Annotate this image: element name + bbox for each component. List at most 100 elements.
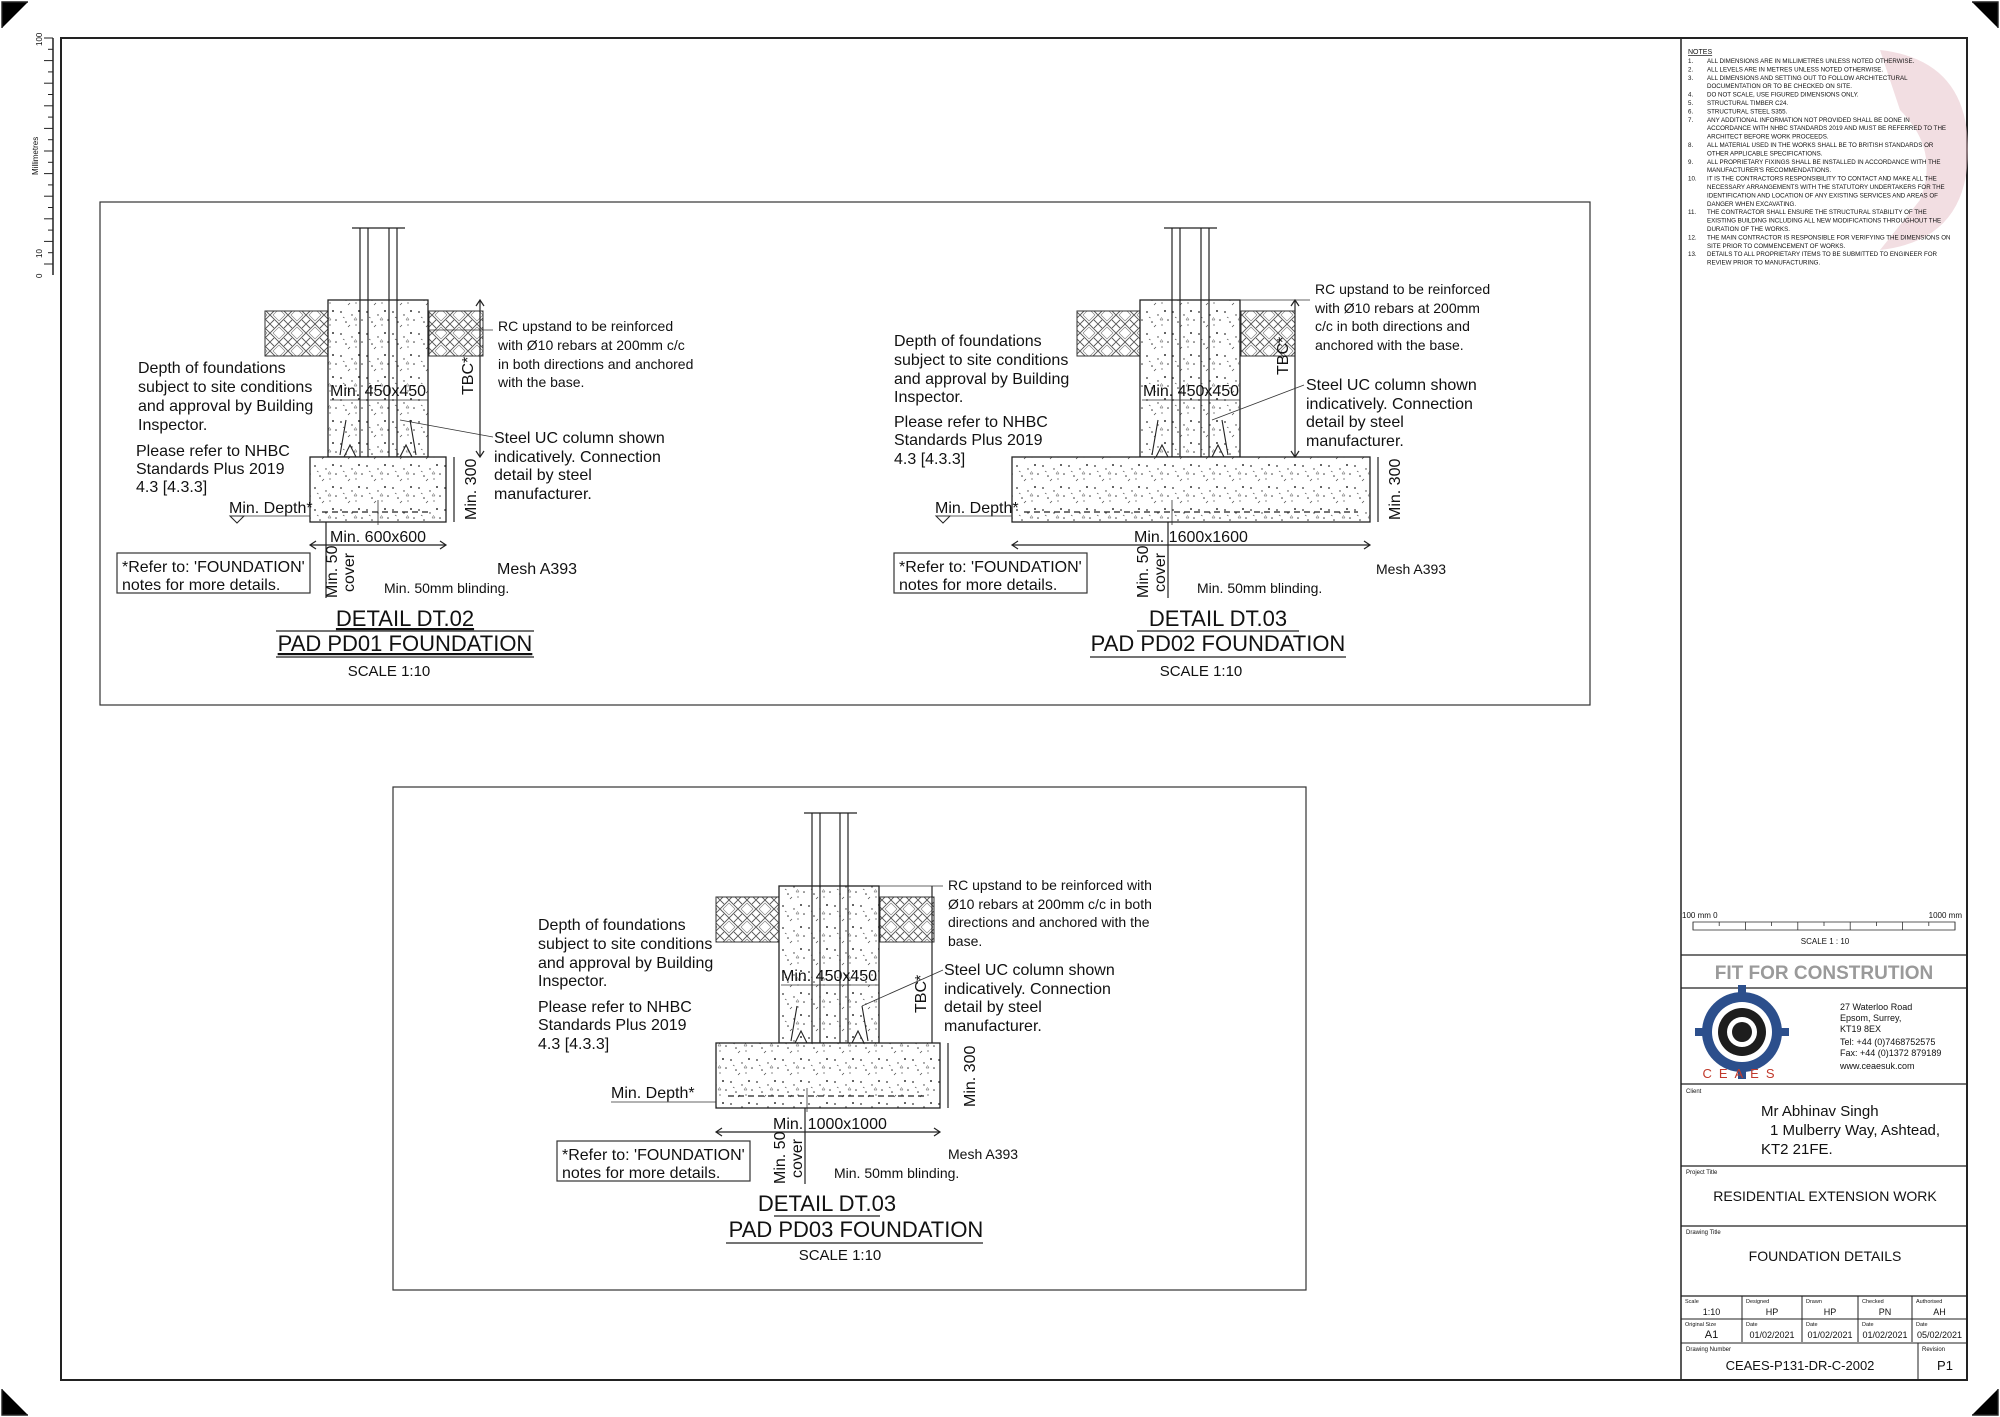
note-line: ALL MATERIAL USED IN THE WORKS SHALL BE … [1707, 142, 1934, 149]
rc-upstand [327, 299, 429, 458]
info-value: AH [1933, 1307, 1946, 1317]
revision-label: Revision [1922, 1347, 1945, 1353]
info-value: PN [1879, 1307, 1892, 1317]
depth-note: Depth of foundations subject to site con… [538, 917, 718, 990]
cover-label-2: cover [1152, 552, 1169, 592]
refer-note-box [893, 552, 1088, 594]
title-block: NOTES 1. ALL DIMENSIONS ARE IN MILLIMETRE… [1681, 49, 1968, 1380]
upstand-note: RC upstand to be reinforced with Ø10 reb… [1314, 281, 1494, 353]
upstand-dimension: Min. 450x450 [330, 383, 426, 400]
note-line: ALL DIMENSIONS AND SETTING OUT TO FOLLOW… [1707, 75, 1908, 82]
note-number: 11. [1688, 209, 1696, 216]
logo-letters: CEAES [1702, 1066, 1781, 1081]
nhbc-note: Please refer to NHBC Standards Plus 2019… [894, 414, 1052, 468]
upstand-note: RC upstand to be reinforced with Ø10 reb… [948, 877, 1156, 949]
info-value: HP [1766, 1307, 1779, 1317]
note-number: 1. [1688, 58, 1693, 65]
note-line: IT IS THE CONTRACTORS RESPONSIBILITY TO … [1707, 176, 1937, 183]
nhbc-note: Please refer to NHBC Standards Plus 2019… [538, 999, 696, 1053]
blinding-label: Min. 50mm blinding. [834, 1165, 959, 1181]
earth-hatch-right [879, 896, 935, 943]
base-height-label: Min. 300 [463, 459, 480, 520]
base-dimension: Min. 1600x1600 [1134, 529, 1248, 546]
drawing-number: CEAES-P131-DR-C-2002 [1726, 1358, 1875, 1373]
cover-label-1: Min. 50 [1135, 545, 1152, 598]
detail-title: DETAIL DT.03 [1149, 606, 1287, 631]
note-line: MANUFACTURER'S RECOMMENDATIONS. [1707, 167, 1831, 174]
earth-hatch-right [428, 310, 484, 357]
cover-label-1: Min. 50 [772, 1131, 789, 1184]
refer-note: *Refer to: 'FOUNDATION' notes for more d… [562, 1147, 749, 1182]
ruler-label: Millimetres [31, 137, 40, 175]
detail-pd02: Min. 450x450 TBC* Min. 300 Min. 1600x160… [893, 227, 1494, 680]
tbc-label: TBC* [460, 357, 477, 395]
anchor-bolts [789, 1005, 871, 1044]
info-value: 01/02/2021 [1807, 1330, 1852, 1340]
info-label: Date [1862, 1322, 1874, 1328]
drawing-label: Drawing Title [1686, 1230, 1721, 1236]
note-line: OTHER APPLICABLE SPECIFICATIONS. [1707, 150, 1823, 157]
note-line: NECESSARY ARRANGEMENTS WITH THE STATUTOR… [1707, 184, 1945, 191]
drawing-title: FOUNDATION DETAILS [1749, 1248, 1902, 1264]
steel-column [352, 227, 405, 457]
column-note: Steel UC column shown indicatively. Conn… [1306, 377, 1481, 450]
note-line: DETAILS TO ALL PROPRIETARY ITEMS TO BE S… [1707, 251, 1938, 258]
min-depth-label: Min. Depth* [935, 500, 1019, 517]
drawing-number-label: Drawing Number [1686, 1347, 1731, 1353]
cover-label-1: Min. 50 [324, 545, 341, 598]
mesh-label: Mesh A393 [497, 561, 577, 578]
refer-note-box [116, 552, 311, 594]
client-details: Mr Abhinav Singh 1 Mulberry Way, Ashtead… [1761, 1103, 1944, 1158]
earth-hatch-left [1076, 310, 1141, 357]
detail-scale: SCALE 1:10 [799, 1247, 882, 1264]
min-depth-label: Min. Depth* [229, 500, 313, 517]
tbc-label: TBC* [1275, 337, 1292, 375]
nhbc-note: Please refer to NHBC Standards Plus 2019… [136, 443, 294, 496]
info-label: Scale [1685, 1299, 1699, 1305]
note-number: 6. [1688, 108, 1693, 115]
note-line: EXISTING BUILDING INCLUDING ALL NEW MODI… [1707, 218, 1941, 225]
note-line: STRUCTURAL TIMBER C24. [1707, 100, 1788, 107]
info-value: 01/02/2021 [1749, 1330, 1794, 1340]
detail-frame-dt02 [99, 201, 1591, 706]
anchor-bolts [1150, 419, 1232, 458]
blinding-label: Min. 50mm blinding. [384, 580, 509, 596]
client-label: Client [1686, 1089, 1702, 1095]
notes-heading: NOTES [1688, 49, 1712, 56]
ruler-tick-0: 0 [35, 273, 44, 278]
scale-bar-right: 1000 mm [1929, 911, 1963, 920]
base-dimension: Min. 600x600 [330, 529, 426, 546]
detail-scale: SCALE 1:10 [1160, 663, 1243, 680]
note-number: 4. [1688, 92, 1693, 99]
concrete-base [1011, 456, 1371, 523]
upstand-note: RC upstand to be reinforced with Ø10 reb… [497, 318, 697, 390]
rc-upstand [1139, 299, 1241, 458]
info-value: 1:10 [1703, 1307, 1721, 1317]
project-label: Project Title [1686, 1170, 1718, 1176]
note-line: IDENTIFICATION AND LOCATION OF ANY EXIST… [1707, 192, 1938, 199]
refer-note-box [556, 1140, 751, 1182]
detail-title: DETAIL DT.02 [336, 606, 474, 631]
concrete-base [715, 1042, 941, 1109]
note-line: ARCHITECT BEFORE WORK PROCEEDS. [1707, 134, 1829, 141]
info-label: Designed [1746, 1299, 1769, 1305]
upstand-dimension: Min. 450x450 [1143, 383, 1239, 400]
note-number: 10. [1688, 176, 1697, 183]
note-line: SITE PRIOR TO COMMENCEMENT OF WORKS. [1707, 243, 1845, 250]
detail-pd03: Min. 450x450 TBC* Min. 300 Min. 1000x100… [538, 812, 1156, 1264]
info-value: 01/02/2021 [1862, 1330, 1907, 1340]
earth-hatch-left [715, 896, 780, 943]
note-line: ALL DIMENSIONS ARE IN MILLIMETRES UNLESS… [1707, 58, 1915, 65]
anchor-bolts [338, 419, 420, 458]
min-depth-label: Min. Depth* [611, 1085, 695, 1102]
column-note: Steel UC column shown indicatively. Conn… [494, 430, 669, 503]
detail-title: DETAIL DT.03 [758, 1191, 896, 1216]
info-label: Authorised [1916, 1299, 1942, 1305]
status-stamp: FIT FOR CONSTRUTION [1715, 963, 1933, 984]
scale-bar-left: 100 mm 0 [1682, 911, 1718, 920]
upstand-dimension: Min. 450x450 [781, 968, 877, 985]
base-dimension: Min. 1000x1000 [773, 1116, 887, 1133]
info-label: Checked [1862, 1299, 1884, 1305]
note-line: THE MAIN CONTRACTOR IS RESPONSIBLE FOR V… [1707, 234, 1951, 241]
